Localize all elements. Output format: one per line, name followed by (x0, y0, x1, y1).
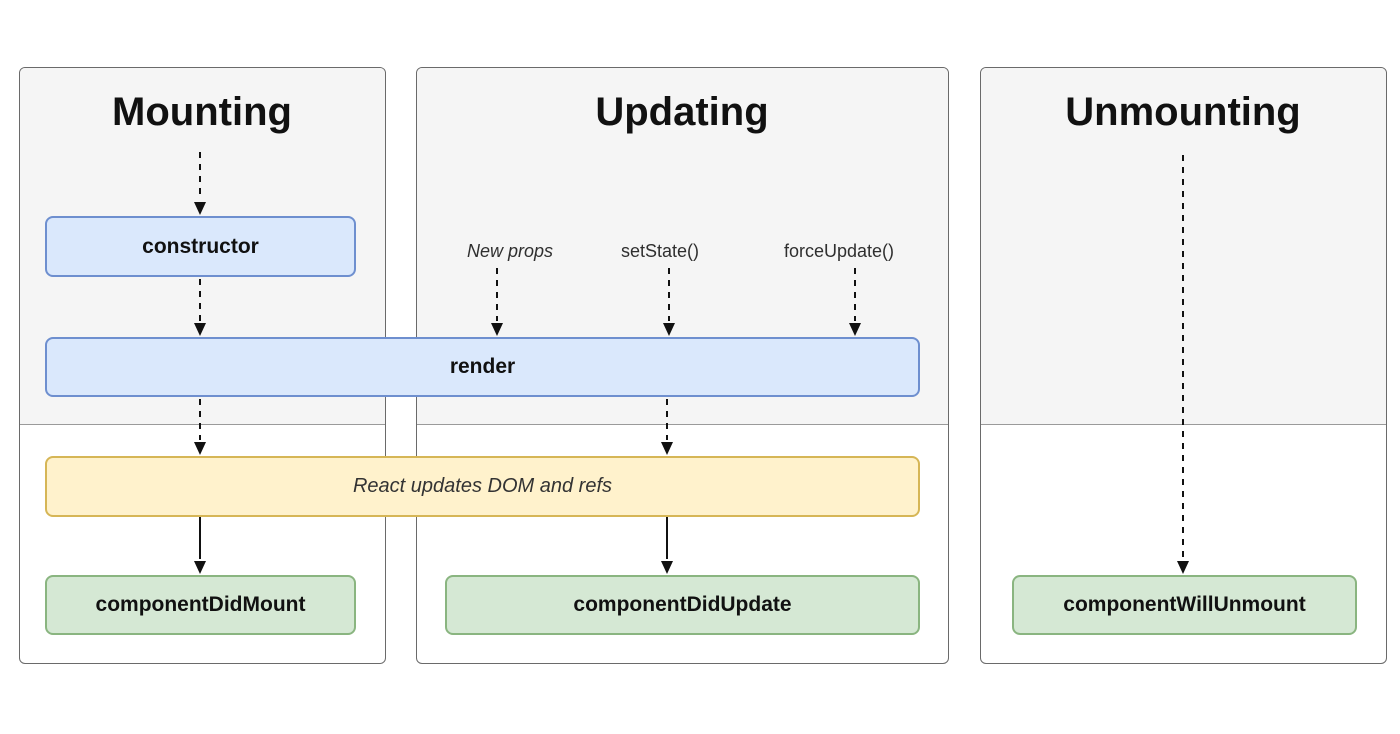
annotation-box-react-updates-dom: React updates DOM and refs (45, 456, 920, 517)
panel-title-unmounting: Unmounting (1065, 90, 1301, 134)
arrow-line-dom-update-to-did-update (666, 517, 668, 559)
trigger-new-props: New props (466, 241, 554, 261)
arrowhead-constructor (194, 202, 206, 215)
arrowhead-will-unmount (1177, 561, 1189, 574)
arrowhead-did-mount (194, 561, 206, 574)
arrow-line-render-to-dom-update-updating (666, 399, 668, 440)
lifecycle-box-constructor[interactable]: constructor (45, 216, 356, 277)
lifecycle-box-component-did-update[interactable]: componentDidUpdate (445, 575, 920, 635)
annotation-box-label: React updates DOM and refs (352, 475, 612, 497)
panel-title-updating: Updating (595, 90, 769, 134)
arrowhead-new-props (491, 323, 503, 336)
lifecycle-box-label: constructor (142, 234, 259, 258)
panel-title-mounting: Mounting (112, 90, 292, 134)
lifecycle-box-label: render (449, 355, 516, 378)
arrow-line-force-update-to-render (854, 268, 856, 321)
arrow-line-new-props-to-render (496, 268, 498, 321)
arrowhead-render-mounting (194, 323, 206, 336)
arrowhead-force-update (849, 323, 861, 336)
arrowhead-set-state (663, 323, 675, 336)
arrow-line-dom-update-to-did-mount (199, 517, 201, 559)
arrow-line-title-to-constructor (199, 152, 201, 200)
arrowhead-dom-update-updating (661, 442, 673, 455)
lifecycle-box-component-will-unmount[interactable]: componentWillUnmount (1012, 575, 1357, 635)
lifecycle-box-label: componentWillUnmount (1063, 593, 1306, 616)
arrow-line-render-to-dom-update (199, 399, 201, 440)
lifecycle-box-component-did-mount[interactable]: componentDidMount (45, 575, 356, 635)
arrow-line-set-state-to-render (668, 268, 670, 321)
arrow-line-title-to-will-unmount (1182, 155, 1184, 559)
arrow-line-constructor-to-render (199, 279, 201, 321)
trigger-set-state[interactable]: setState() (620, 241, 700, 261)
arrowhead-dom-update-mounting (194, 442, 206, 455)
arrowhead-did-update (661, 561, 673, 574)
trigger-force-update[interactable]: forceUpdate() (783, 241, 895, 261)
lifecycle-box-label: componentDidMount (95, 593, 306, 616)
lifecycle-box-render[interactable]: render (45, 337, 920, 397)
lifecycle-box-label: componentDidUpdate (573, 593, 792, 616)
